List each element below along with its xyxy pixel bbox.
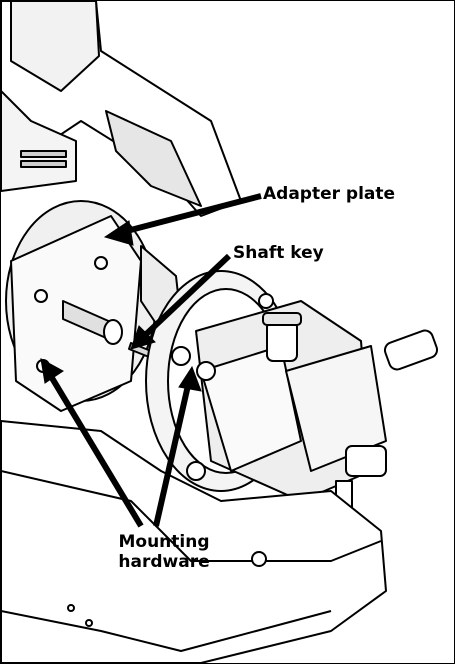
mounting-bolt (258, 293, 274, 309)
adapter-bolt-hole (94, 256, 108, 270)
pump-cap (266, 320, 298, 362)
machine-base-edge (1, 610, 332, 652)
vent-slot (20, 160, 67, 168)
motor-vent-panel (105, 110, 202, 207)
arrow-adapter-plate (118, 193, 262, 236)
pump-crankcase (200, 345, 302, 472)
pump-cap-top (262, 312, 302, 326)
label-shaft-key: Shaft key (233, 243, 324, 263)
base-hole (67, 604, 75, 612)
valve-manifold (285, 345, 387, 472)
label-mounting-hardware: Mounting hardware (99, 532, 229, 572)
outlet-fitting (383, 329, 439, 371)
arrowhead-shaft-key (130, 325, 156, 350)
machine-base (1, 420, 387, 663)
shaft-end (103, 319, 123, 345)
arrowhead-adapter-plate (103, 220, 134, 246)
arrowhead-mounting-left (40, 358, 64, 384)
motor-upper-block (10, 1, 100, 92)
arrowhead-mounting-right (178, 365, 202, 392)
machine-base-lip (1, 470, 382, 562)
label-mounting-line2: hardware (118, 552, 210, 572)
inlet-fitting (345, 445, 387, 477)
base-screw (251, 551, 267, 567)
arrow-shaft-key (138, 253, 232, 342)
label-mounting-line1: Mounting (118, 532, 210, 552)
arrow-mounting-left (46, 371, 144, 528)
mounting-bolt (171, 346, 191, 366)
base-hole (85, 619, 93, 627)
arrow-mounting-right (153, 380, 192, 527)
adapter-bolt-hole (34, 289, 48, 303)
vent-slot (20, 150, 67, 158)
mounting-bolt (186, 461, 206, 481)
label-adapter-plate: Adapter plate (263, 184, 396, 204)
mounting-bolt (196, 361, 216, 381)
